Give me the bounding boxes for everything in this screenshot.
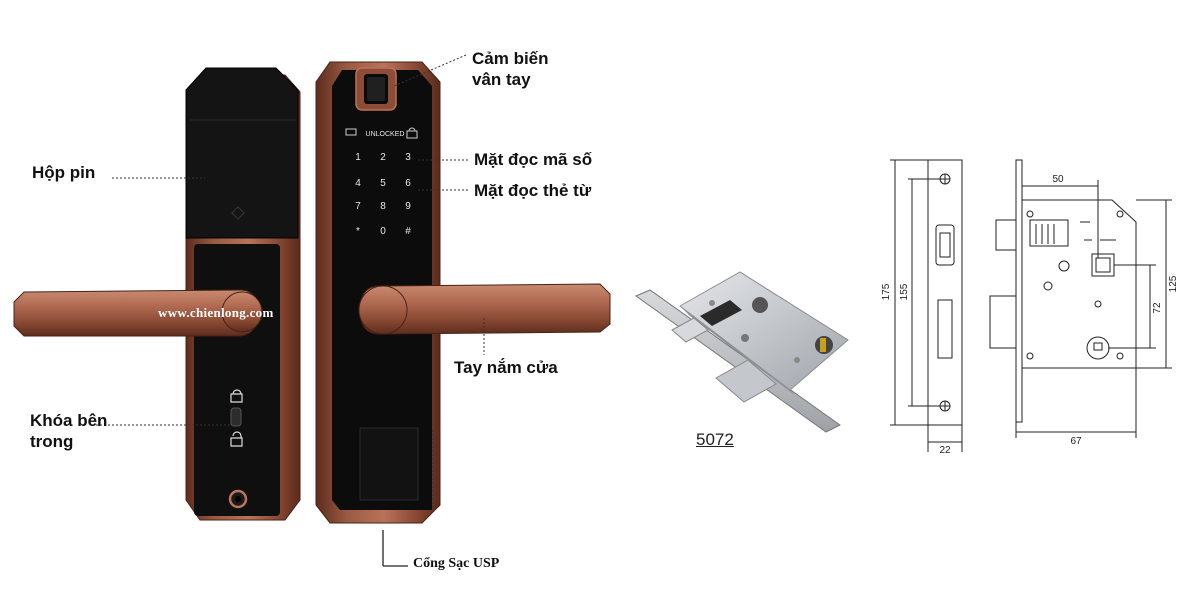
lock-status-text: UNLOCKED [366, 131, 405, 138]
keypad-key: 8 [380, 201, 386, 212]
label-card-reader: Mặt đọc thẻ từ [474, 181, 592, 200]
keypad-key: 7 [355, 201, 361, 212]
front-faceplate [927, 159, 963, 426]
label-fingerprint-sensor: Cảm biến vân tay [472, 48, 549, 90]
watermark-text: www.chienlong.com [158, 305, 274, 320]
keypad-key: 6 [405, 178, 411, 189]
leader-charging [382, 530, 408, 567]
battery-box-cover [185, 67, 299, 239]
inner-black-panel [194, 244, 280, 516]
keypad-key: 4 [355, 178, 361, 189]
keypad-key: # [405, 226, 411, 237]
outer-handle [358, 283, 611, 335]
keypad-key: 9 [405, 201, 411, 212]
keypad: 1 2 3 4 5 6 7 8 9 * 0 # [355, 152, 411, 237]
label-charging-port: Cổng Sạc USP [413, 556, 500, 571]
front-view-drawing [890, 159, 963, 452]
label-battery-box: Hộp pin [32, 163, 96, 182]
keypad-key: 3 [405, 152, 411, 163]
side-faceplate [1015, 159, 1023, 423]
screen-lock-icon [406, 127, 418, 139]
inner-lock-knob [230, 407, 242, 427]
dim-backset: 50 [1052, 174, 1064, 185]
label-inner-lock: Khóa bên trong [30, 410, 107, 452]
keypad-key: 1 [355, 152, 361, 163]
dim-body-depth: 67 [1070, 436, 1082, 447]
battery-cover-logo [231, 206, 245, 220]
front-deadbolt-opening [937, 299, 953, 359]
dim-faceplate-width: 22 [939, 445, 951, 456]
side-case-outline [1021, 199, 1137, 369]
leader-fingerprint [393, 54, 467, 87]
keypad-key: 5 [380, 178, 386, 189]
mortise-deadbolt [715, 359, 777, 403]
keypad-key: 2 [380, 152, 386, 163]
mortise-latch [671, 317, 709, 343]
label-fingerprint-line1: Cảm biến [472, 49, 549, 68]
battery-indicator-icon [345, 128, 357, 136]
front-latch-opening [935, 224, 955, 266]
dim-front-height: 175 [881, 283, 892, 300]
mortise-model-number: 5072 [696, 430, 734, 449]
side-key-cylinder [1086, 336, 1110, 360]
inner-handle [13, 289, 263, 337]
label-keypad: Mặt đọc mã số [474, 150, 593, 169]
inner-unlock-icon [230, 389, 243, 403]
card-reader-area [359, 427, 419, 501]
leader-lines [92, 54, 485, 510]
side-latch [995, 219, 1017, 251]
side-deadbolt [989, 295, 1017, 349]
label-inner-lock-line1: Khóa bên [30, 411, 108, 430]
mortise-photo [634, 271, 849, 433]
dim-body-height: 125 [1168, 275, 1179, 292]
label-door-handle: Tay nắm cửa [454, 358, 558, 377]
keypad-key: 0 [380, 226, 386, 237]
keypad-key: * [356, 226, 360, 237]
dim-front-inner: 155 [899, 283, 910, 300]
side-view-drawing [989, 159, 1172, 438]
label-fingerprint-line2: vân tay [472, 70, 531, 89]
dim-spindle-key: 72 [1152, 302, 1163, 314]
label-inner-lock-line2: trong [30, 432, 74, 451]
inner-lock-icon [230, 431, 243, 447]
